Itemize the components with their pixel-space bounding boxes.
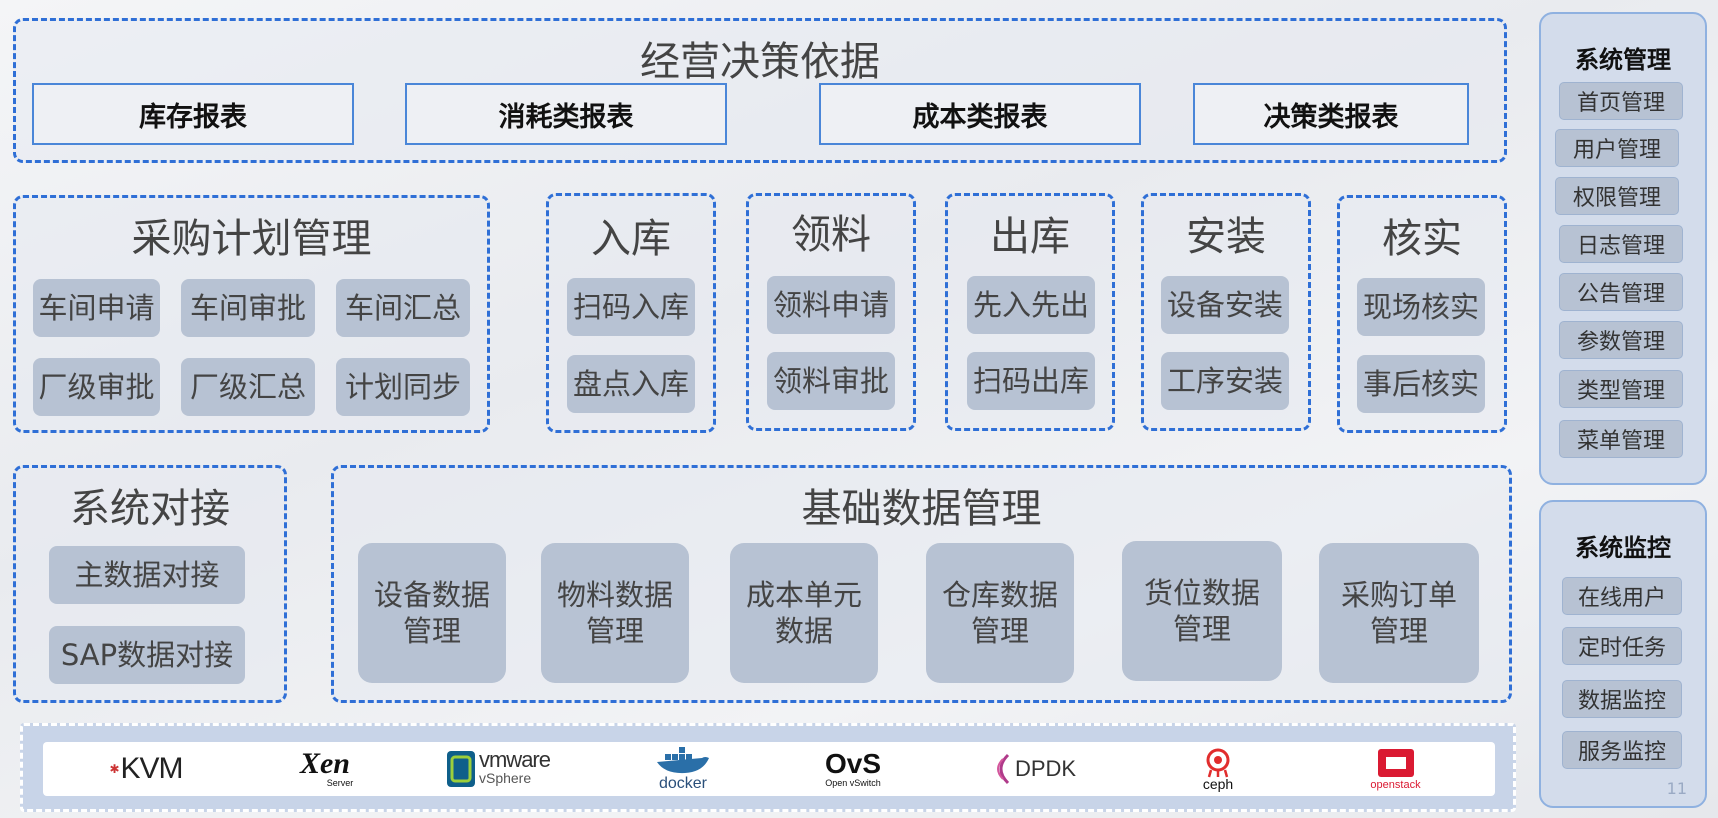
openvswitch-logo: OvS Open vSwitch — [824, 747, 882, 788]
equipment-data[interactable]: 设备数据管理 — [358, 543, 506, 683]
menu-home-mgmt[interactable]: 首页管理 — [1559, 82, 1683, 120]
vmware-wordmark: vmware vSphere — [478, 747, 551, 787]
menu-param-mgmt[interactable]: 参数管理 — [1559, 321, 1683, 359]
equipment-install[interactable]: 设备安装 — [1161, 276, 1289, 334]
monitor-data[interactable]: 数据监控 — [1562, 680, 1682, 718]
scan-outbound[interactable]: 扫码出库 — [967, 352, 1095, 410]
module-verify-title: 核实 — [1382, 216, 1462, 262]
monitor-online-users[interactable]: 在线用户 — [1562, 577, 1682, 615]
base-data-title: 基础数据管理 — [801, 486, 1042, 532]
requisition-apply[interactable]: 领料申请 — [767, 276, 895, 334]
scan-inbound[interactable]: 扫码入库 — [567, 278, 695, 336]
post-verify[interactable]: 事后核实 — [1357, 355, 1485, 413]
page-number: 11 — [1666, 779, 1687, 798]
fifo-outbound[interactable]: 先入先出 — [967, 276, 1095, 334]
material-data-label: 物料数据管理 — [556, 578, 673, 648]
plan-sync[interactable]: 计划同步 — [336, 358, 470, 416]
master-data-integration[interactable]: 主数据对接 — [49, 546, 245, 604]
menu-permission-mgmt[interactable]: 权限管理 — [1555, 177, 1679, 215]
monitor-scheduled-tasks[interactable]: 定时任务 — [1562, 627, 1682, 665]
vsphere-icon — [446, 751, 475, 787]
decision-basis-group: 经营决策依据 库存报表 消耗类报表 成本类报表 决策类报表 — [13, 18, 1507, 163]
xen-logo: Xen Server — [299, 747, 354, 789]
openstack-logo: openstack — [1348, 742, 1443, 796]
system-monitor-panel: 系统监控 在线用户 定时任务 数据监控 服务监控 11 — [1539, 500, 1707, 808]
system-management-title: 系统管理 — [1575, 46, 1671, 74]
monitor-services[interactable]: 服务监控 — [1562, 731, 1682, 769]
report-decision[interactable]: 决策类报表 — [1193, 83, 1469, 145]
report-cost[interactable]: 成本类报表 — [819, 83, 1141, 145]
module-inbound: 入库 扫码入库 盘点入库 — [546, 193, 716, 433]
module-install-title: 安装 — [1186, 214, 1266, 260]
kvm-mark-icon: ✱ — [109, 762, 120, 776]
purchase-order-data-label: 采购订单管理 — [1340, 578, 1457, 648]
base-data-group: 基础数据管理 设备数据管理 物料数据管理 成本单元数据 仓库数据管理 货位数据管… — [331, 465, 1512, 703]
report-consumption[interactable]: 消耗类报表 — [405, 83, 727, 145]
system-integration-title: 系统对接 — [70, 486, 230, 532]
system-integration-group: 系统对接 主数据对接 SAP数据对接 — [13, 465, 287, 703]
material-data[interactable]: 物料数据管理 — [541, 543, 689, 683]
menu-log-mgmt[interactable]: 日志管理 — [1559, 225, 1683, 263]
docker-whale-icon — [657, 747, 709, 774]
ceph-logo: ceph — [1188, 742, 1248, 796]
docker-logo: docker — [638, 742, 728, 796]
factory-summary[interactable]: 厂级汇总 — [181, 358, 315, 416]
dpdk-swoosh-icon — [996, 753, 1010, 785]
workshop-apply[interactable]: 车间申请 — [33, 279, 160, 337]
workshop-summary[interactable]: 车间汇总 — [336, 279, 470, 337]
location-data-label: 货位数据管理 — [1143, 576, 1260, 646]
purchase-order-data[interactable]: 采购订单管理 — [1319, 543, 1479, 683]
warehouse-data-label: 仓库数据管理 — [941, 578, 1058, 648]
equipment-data-label: 设备数据管理 — [373, 578, 490, 648]
kvm-logo: ✱ KVM — [109, 752, 183, 785]
module-outbound-title: 出库 — [990, 214, 1070, 260]
warehouse-data[interactable]: 仓库数据管理 — [926, 543, 1074, 683]
workshop-approve[interactable]: 车间审批 — [181, 279, 315, 337]
menu-type-mgmt[interactable]: 类型管理 — [1559, 370, 1683, 408]
dpdk-logo: DPDK — [983, 742, 1083, 796]
vmware-vsphere-logo: vmware vSphere — [438, 742, 558, 796]
menu-notice-mgmt[interactable]: 公告管理 — [1559, 273, 1683, 311]
openstack-icon — [1377, 749, 1414, 777]
stocktake-inbound[interactable]: 盘点入库 — [567, 355, 695, 413]
requisition-approve[interactable]: 领料审批 — [767, 352, 895, 410]
factory-approve[interactable]: 厂级审批 — [33, 358, 160, 416]
procurement-plan-group: 采购计划管理 车间申请 车间审批 车间汇总 厂级审批 厂级汇总 计划同步 — [13, 195, 490, 433]
cost-unit-data[interactable]: 成本单元数据 — [730, 543, 878, 683]
module-requisition-title: 领料 — [791, 212, 871, 258]
ceph-octopus-icon — [1206, 748, 1230, 777]
procurement-plan-title: 采购计划管理 — [131, 216, 372, 262]
sap-data-integration[interactable]: SAP数据对接 — [49, 626, 245, 684]
report-inventory[interactable]: 库存报表 — [32, 83, 354, 145]
module-verify: 核实 现场核实 事后核实 — [1337, 195, 1507, 433]
decision-basis-title: 经营决策依据 — [640, 39, 880, 85]
system-management-panel: 系统管理 首页管理 用户管理 权限管理 日志管理 公告管理 参数管理 类型管理 … — [1539, 12, 1707, 485]
location-data[interactable]: 货位数据管理 — [1122, 541, 1282, 681]
module-requisition: 领料 领料申请 领料审批 — [746, 193, 916, 431]
logos-strip: ✱ KVM Xen Server vmware vSphere — [43, 742, 1495, 796]
onsite-verify[interactable]: 现场核实 — [1357, 278, 1485, 336]
module-inbound-title: 入库 — [591, 216, 671, 262]
process-install[interactable]: 工序安装 — [1161, 352, 1289, 410]
menu-user-mgmt[interactable]: 用户管理 — [1555, 129, 1679, 167]
infrastructure-logos-bar: ✱ KVM Xen Server vmware vSphere — [20, 723, 1516, 812]
menu-menu-mgmt[interactable]: 菜单管理 — [1559, 420, 1683, 458]
cost-unit-data-label: 成本单元数据 — [745, 578, 862, 648]
system-monitor-title: 系统监控 — [1575, 534, 1671, 562]
module-install: 安装 设备安装 工序安装 — [1141, 193, 1311, 431]
module-outbound: 出库 先入先出 扫码出库 — [945, 193, 1115, 431]
